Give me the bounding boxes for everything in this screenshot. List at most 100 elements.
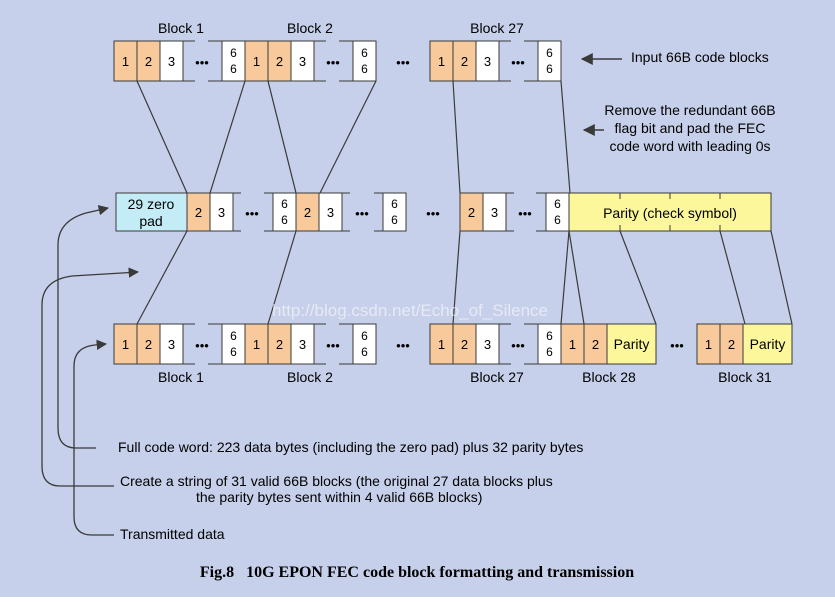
cell-white <box>318 192 343 232</box>
zero-pad-line-1: 29 zero <box>128 196 175 212</box>
cell-label: 1 <box>438 54 445 69</box>
cell-label: 2 <box>276 54 283 69</box>
cell-label: 1 <box>438 337 445 352</box>
annotation-remove-line-2: flag bit and pad the FEC <box>615 120 766 136</box>
cell-label: 3 <box>168 337 175 352</box>
note-transmitted: Transmitted data <box>120 526 225 542</box>
cell-label: 3 <box>168 54 175 69</box>
arrow-transmitted <box>73 339 114 536</box>
ellipsis-dots: ••• <box>326 338 340 353</box>
cell-label: 6 <box>546 46 553 60</box>
top-between-dots: ••• <box>396 55 410 70</box>
zero-pad-cell <box>115 192 188 232</box>
cell-label: 6 <box>230 46 237 60</box>
cell-white <box>352 40 377 82</box>
cell-label: 2 <box>461 54 468 69</box>
cell-label: 6 <box>361 345 368 359</box>
cell-label: 2 <box>195 205 202 220</box>
cell-white <box>209 192 234 232</box>
left-arrows <box>41 205 140 536</box>
parity-check-symbol-label: Parity (check symbol) <box>603 205 737 221</box>
cell-white <box>290 323 315 365</box>
cell-label: 1 <box>122 54 129 69</box>
cell-label: 2 <box>304 205 311 220</box>
cell-label: 6 <box>281 197 288 211</box>
cell-white <box>159 323 184 365</box>
cell-label: 2 <box>728 337 735 352</box>
ellipsis-dots: ••• <box>511 55 525 70</box>
cell-label: 6 <box>230 329 237 343</box>
parity-label: Parity <box>614 336 650 352</box>
ellipsis-dots: ••• <box>195 55 209 70</box>
top-block-27: 1 2 3 ••• 6 6 <box>429 40 562 82</box>
cell-label: 3 <box>484 54 491 69</box>
cell-label: 6 <box>546 62 553 76</box>
bottom-label-block-31: Block 31 <box>718 369 772 385</box>
cell-label: 2 <box>276 337 283 352</box>
cell-label: 1 <box>253 337 260 352</box>
note-create-line-2: the parity bytes sent within 4 valid 66B… <box>196 489 482 505</box>
bottom-label-block-27: Block 27 <box>470 369 524 385</box>
ellipsis-dots: ••• <box>195 338 209 353</box>
parity-check-symbol-cell <box>568 192 772 232</box>
top-label-block-1: Block 1 <box>158 20 204 36</box>
cell-label: 6 <box>361 329 368 343</box>
note-create-line-1: Create a string of 31 valid 66B blocks (… <box>120 473 553 489</box>
cell-label: 6 <box>281 213 288 227</box>
cell-white <box>537 40 562 82</box>
cell-label: 6 <box>391 197 398 211</box>
note-full-code-word: Full code word: 223 data bytes (includin… <box>118 439 583 455</box>
ellipsis-dots: ••• <box>518 206 532 221</box>
cell-white <box>290 40 315 82</box>
cell-label: 6 <box>230 345 237 359</box>
parity-label: Parity <box>750 336 786 352</box>
bottom-between-dots: ••• <box>396 338 410 353</box>
bottom-label-block-1: Block 1 <box>158 369 204 385</box>
ellipsis-dots: ••• <box>511 338 525 353</box>
middle-row: 29 zero pad 2 3 ••• 6 6 2 3 ••• 6 6 ••• <box>115 192 772 232</box>
bottom-label-block-28: Block 28 <box>582 369 636 385</box>
ellipsis-dots: ••• <box>326 55 340 70</box>
watermark: http://blog.csdn.net/Echo_of_Silence <box>272 301 548 320</box>
ellipsis-dots: ••• <box>355 206 369 221</box>
cell-yellow <box>742 323 793 365</box>
bottom-block-31: 1 2 Parity <box>696 323 793 365</box>
cell-label: 3 <box>299 54 306 69</box>
cell-label: 1 <box>569 337 576 352</box>
cell-label: 2 <box>145 337 152 352</box>
annotation-remove-line-1: Remove the redundant 66B <box>604 102 775 118</box>
top-label-block-27: Block 27 <box>470 20 524 36</box>
arrow-full-code-word <box>57 205 110 449</box>
bottom-block-1: 1 2 3 ••• 6 6 <box>113 323 246 365</box>
cell-label: 6 <box>546 345 553 359</box>
cell-label: 3 <box>491 205 498 220</box>
cell-white <box>352 323 377 365</box>
bottom-block-2: 1 2 3 ••• 6 6 <box>244 323 377 365</box>
bottom-block-28: 1 2 Parity <box>560 323 657 365</box>
cell-label: 2 <box>461 337 468 352</box>
arrow-create-string <box>41 267 140 487</box>
cell-white <box>382 192 407 232</box>
cell-white <box>475 40 500 82</box>
cell-white <box>482 192 507 232</box>
cell-label: 6 <box>361 62 368 76</box>
cell-label: 1 <box>705 337 712 352</box>
annotation-remove-line-3: code word with leading 0s <box>609 138 770 154</box>
cell-label: 3 <box>299 337 306 352</box>
bottom-label-block-2: Block 2 <box>287 369 333 385</box>
bottom-block-27: 1 2 3 ••• 6 6 <box>429 323 562 365</box>
cell-label: 1 <box>122 337 129 352</box>
zero-pad-line-2: pad <box>139 213 162 229</box>
cell-label: 2 <box>145 54 152 69</box>
cell-label: 6 <box>546 329 553 343</box>
connectors-top-middle <box>136 80 571 194</box>
cell-white <box>475 323 500 365</box>
bottom-tail-dots: ••• <box>670 338 684 353</box>
top-label-block-2: Block 2 <box>287 20 333 36</box>
cell-label: 6 <box>230 62 237 76</box>
cell-label: 6 <box>554 197 561 211</box>
cell-label: 6 <box>391 213 398 227</box>
